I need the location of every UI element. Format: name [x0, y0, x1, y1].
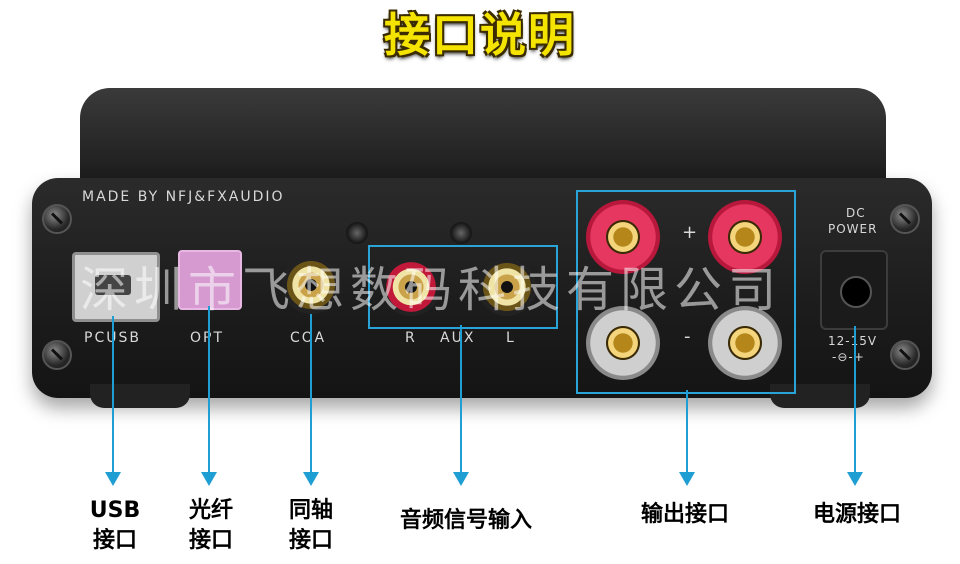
- page-title: 接口说明: [384, 8, 576, 62]
- aux-r-label: R: [405, 330, 417, 346]
- speaker-terminal-left-plus: [708, 200, 782, 274]
- caption-optical-line1: 光纤: [188, 498, 233, 523]
- aux-highlight-box: [368, 245, 558, 329]
- caption-usb-line1: USB: [89, 498, 141, 523]
- caption-optical-line2: 接口: [188, 528, 233, 553]
- maker-label: MADE BY NFJ&FXAUDIO: [82, 189, 285, 205]
- screw-icon: [42, 340, 72, 370]
- arrow-down-icon: [303, 472, 319, 486]
- speaker-terminal-left-minus: [708, 306, 782, 380]
- caption-coaxial-line2: 接口: [288, 528, 333, 553]
- caption-optical: 光纤 接口: [176, 496, 246, 556]
- watermark: 深圳市飞想数码科技有限公司: [80, 262, 783, 318]
- polarity-label: -⊖-+: [832, 350, 865, 364]
- screw-icon: [890, 204, 920, 234]
- opt-label: OPT: [190, 330, 225, 346]
- aux-left-port: [478, 258, 536, 316]
- arrow-down-icon: [679, 472, 695, 486]
- plus-label: +: [682, 222, 700, 243]
- coaxial-port: [282, 256, 340, 314]
- arrow-down-icon: [847, 472, 863, 486]
- aux-l-label: L: [506, 330, 516, 346]
- dc-power-jack: [820, 250, 888, 330]
- caption-usb-line2: 接口: [92, 528, 137, 553]
- aux-arrow-line: [460, 325, 462, 476]
- mount-hole: [346, 222, 368, 244]
- aux-right-port: [382, 258, 440, 316]
- voltage-label: 12-15V: [828, 334, 878, 348]
- arrow-down-icon: [105, 472, 121, 486]
- optical-port: [178, 250, 242, 310]
- screw-icon: [42, 204, 72, 234]
- coa-label: COA: [290, 330, 327, 346]
- usb-arrow-line: [112, 316, 114, 476]
- speaker-terminal-right-minus: [586, 306, 660, 380]
- power-label: POWER: [828, 222, 878, 236]
- dc-label: DC: [846, 206, 866, 220]
- device-foot-left: [90, 384, 190, 408]
- mount-hole: [450, 222, 472, 244]
- device-foot-right: [770, 384, 870, 408]
- power-arrow-line: [854, 326, 856, 476]
- arrow-down-icon: [201, 472, 217, 486]
- caption-coaxial: 同轴 接口: [276, 496, 346, 556]
- speaker-terminal-right-plus: [586, 200, 660, 274]
- caption-usb: USB 接口: [80, 496, 150, 556]
- optical-arrow-line: [208, 306, 210, 476]
- coaxial-arrow-line: [310, 314, 312, 476]
- minus-label: -: [684, 326, 693, 347]
- output-arrow-line: [686, 390, 688, 476]
- caption-output: 输出接口: [640, 502, 729, 527]
- usb-port: [72, 252, 160, 322]
- aux-label: AUX: [440, 330, 476, 346]
- caption-audio-input: 音频信号输入: [399, 508, 532, 533]
- caption-power: 电源接口: [812, 502, 901, 527]
- arrow-down-icon: [453, 472, 469, 486]
- device-top-panel: [80, 88, 886, 188]
- caption-coaxial-line1: 同轴: [288, 498, 333, 523]
- pcusb-label: PCUSB: [84, 330, 141, 346]
- screw-icon: [890, 340, 920, 370]
